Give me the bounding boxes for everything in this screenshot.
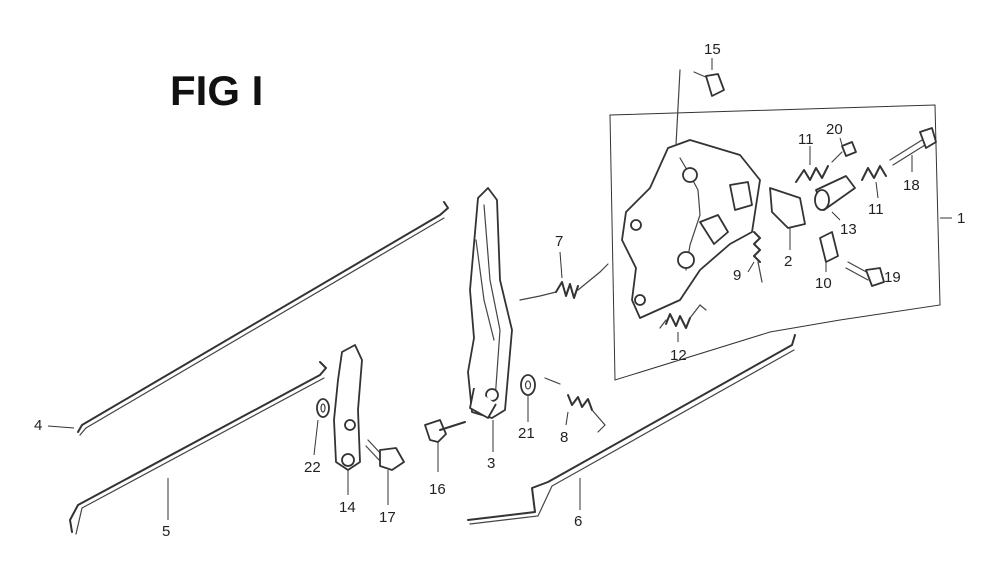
- bolt-part-19: [845, 261, 885, 287]
- callout-8: 8: [560, 429, 568, 446]
- callout-1: 1: [957, 210, 965, 227]
- callout-13: 13: [840, 221, 857, 238]
- screw-part-20: [831, 137, 857, 163]
- bolt-part-17: [365, 439, 405, 505]
- rod-part-5: [69, 361, 327, 535]
- callout-7: 7: [555, 233, 563, 250]
- callout-18: 18: [903, 177, 920, 194]
- callout-21: 21: [518, 425, 535, 442]
- callout-15: 15: [704, 41, 721, 58]
- control-plate-part-1: [621, 69, 761, 319]
- callout-14: 14: [339, 499, 356, 516]
- bracket-part-2: [769, 187, 806, 250]
- rod-part-6: [467, 334, 796, 525]
- bolt-part-18: [889, 127, 937, 172]
- callout-9: 9: [733, 267, 741, 284]
- callout-4: 4: [34, 417, 42, 434]
- callout-22: 22: [304, 459, 321, 476]
- pin-part-16: [424, 419, 466, 472]
- callout-20: 20: [826, 121, 843, 138]
- spring-part-8: [544, 377, 606, 433]
- spring-part-7: [519, 251, 609, 301]
- callout-11-lower: 11: [868, 201, 884, 218]
- collar-part-13: [814, 175, 856, 221]
- spring-part-9: [747, 231, 763, 283]
- spring-part-11-upper: [795, 146, 829, 183]
- callout-12: 12: [670, 347, 687, 364]
- callout-16: 16: [429, 481, 446, 498]
- control-rod-part-4: [47, 201, 449, 436]
- callout-5: 5: [162, 523, 170, 540]
- callout-19: 19: [884, 269, 901, 286]
- callout-2: 2: [784, 253, 792, 270]
- lever-plate-part-14: [333, 344, 363, 495]
- callout-11-upper: 11: [798, 131, 814, 148]
- bolt-part-15: [693, 58, 725, 97]
- callout-10: 10: [815, 275, 832, 292]
- spring-part-12: [659, 304, 707, 342]
- callout-17: 17: [379, 509, 396, 526]
- callout-3: 3: [487, 455, 495, 472]
- assembly-outline: [609, 104, 941, 381]
- link-part-10: [819, 231, 839, 272]
- washer-part-22: [313, 398, 330, 456]
- figure-title: FIG I: [170, 67, 263, 114]
- lever-arm-part-3: [467, 187, 513, 452]
- washer-part-21: [520, 374, 536, 422]
- callout-6: 6: [574, 513, 582, 530]
- spring-part-11-lower: [861, 165, 887, 199]
